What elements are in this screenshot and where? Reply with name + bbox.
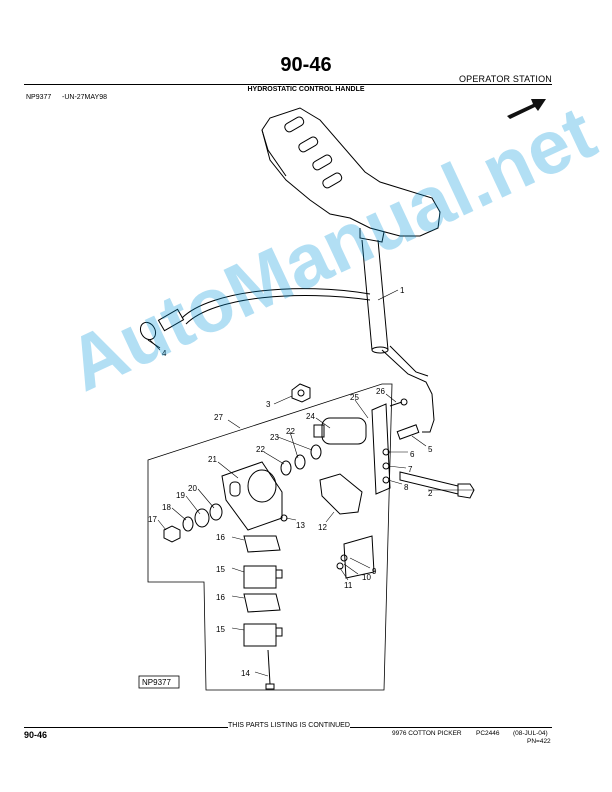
callout-7: 7 [408, 465, 413, 474]
footer-date: (08-JUL-04) [513, 730, 548, 737]
callout-24: 24 [306, 412, 315, 421]
callout-19: 19 [176, 491, 185, 500]
figure-reference: NP9377 [26, 94, 52, 101]
figure-label: NP9377 [142, 678, 171, 687]
footer-pn: PN=422 [527, 738, 551, 745]
control-tube [361, 239, 435, 433]
continued-note: THIS PARTS LISTING IS CONTINUED [228, 722, 350, 729]
callout-1: 1 [400, 286, 405, 295]
figure-date: -UN-27MAY98 [62, 94, 107, 101]
callout-22a: 22 [256, 445, 265, 454]
callout-16a: 16 [216, 533, 225, 542]
assembly-outline [147, 383, 393, 691]
leader-lines [149, 289, 474, 677]
callout-21: 21 [208, 455, 217, 464]
callout-3: 3 [266, 400, 271, 409]
callout-4: 4 [162, 349, 167, 358]
footer-pc: PC2446 [476, 730, 500, 737]
callout-14: 14 [241, 669, 250, 678]
callout-17: 17 [148, 515, 157, 524]
header-rule [24, 84, 552, 85]
handle-grip [261, 107, 441, 243]
callout-labels: 1 2 3 4 5 6 7 8 9 10 11 12 13 14 15 15 1… [148, 286, 433, 678]
callout-6: 6 [410, 450, 415, 459]
callout-26: 26 [376, 387, 385, 396]
callout-9: 9 [372, 567, 377, 576]
section-title: OPERATOR STATION [458, 74, 552, 84]
page-number: 90-46 [280, 54, 332, 76]
document-title: HYDROSTATIC CONTROL HANDLE [247, 86, 365, 93]
callout-8: 8 [404, 483, 409, 492]
part-shapes [163, 383, 475, 690]
callout-5: 5 [428, 445, 433, 454]
footer-page-number: 90-46 [24, 730, 48, 740]
callout-15a: 15 [216, 565, 225, 574]
footer-rule-left [24, 727, 228, 728]
callout-23: 23 [270, 433, 279, 442]
callout-15b: 15 [216, 625, 225, 634]
callout-12: 12 [318, 523, 327, 532]
figure-label-box: NP9377 [138, 675, 180, 689]
callout-25: 25 [350, 393, 359, 402]
callout-16b: 16 [216, 593, 225, 602]
callout-20: 20 [188, 484, 197, 493]
footer-rule-right [350, 727, 552, 728]
callout-11: 11 [344, 581, 353, 590]
callout-2: 2 [428, 489, 433, 498]
callout-18: 18 [162, 503, 171, 512]
footer-model: 9976 COTTON PICKER [392, 730, 462, 737]
callout-27: 27 [214, 413, 223, 422]
direction-arrow-icon [507, 99, 546, 119]
callout-22b: 22 [286, 427, 295, 436]
callout-10: 10 [362, 573, 371, 582]
callout-13: 13 [296, 521, 305, 530]
